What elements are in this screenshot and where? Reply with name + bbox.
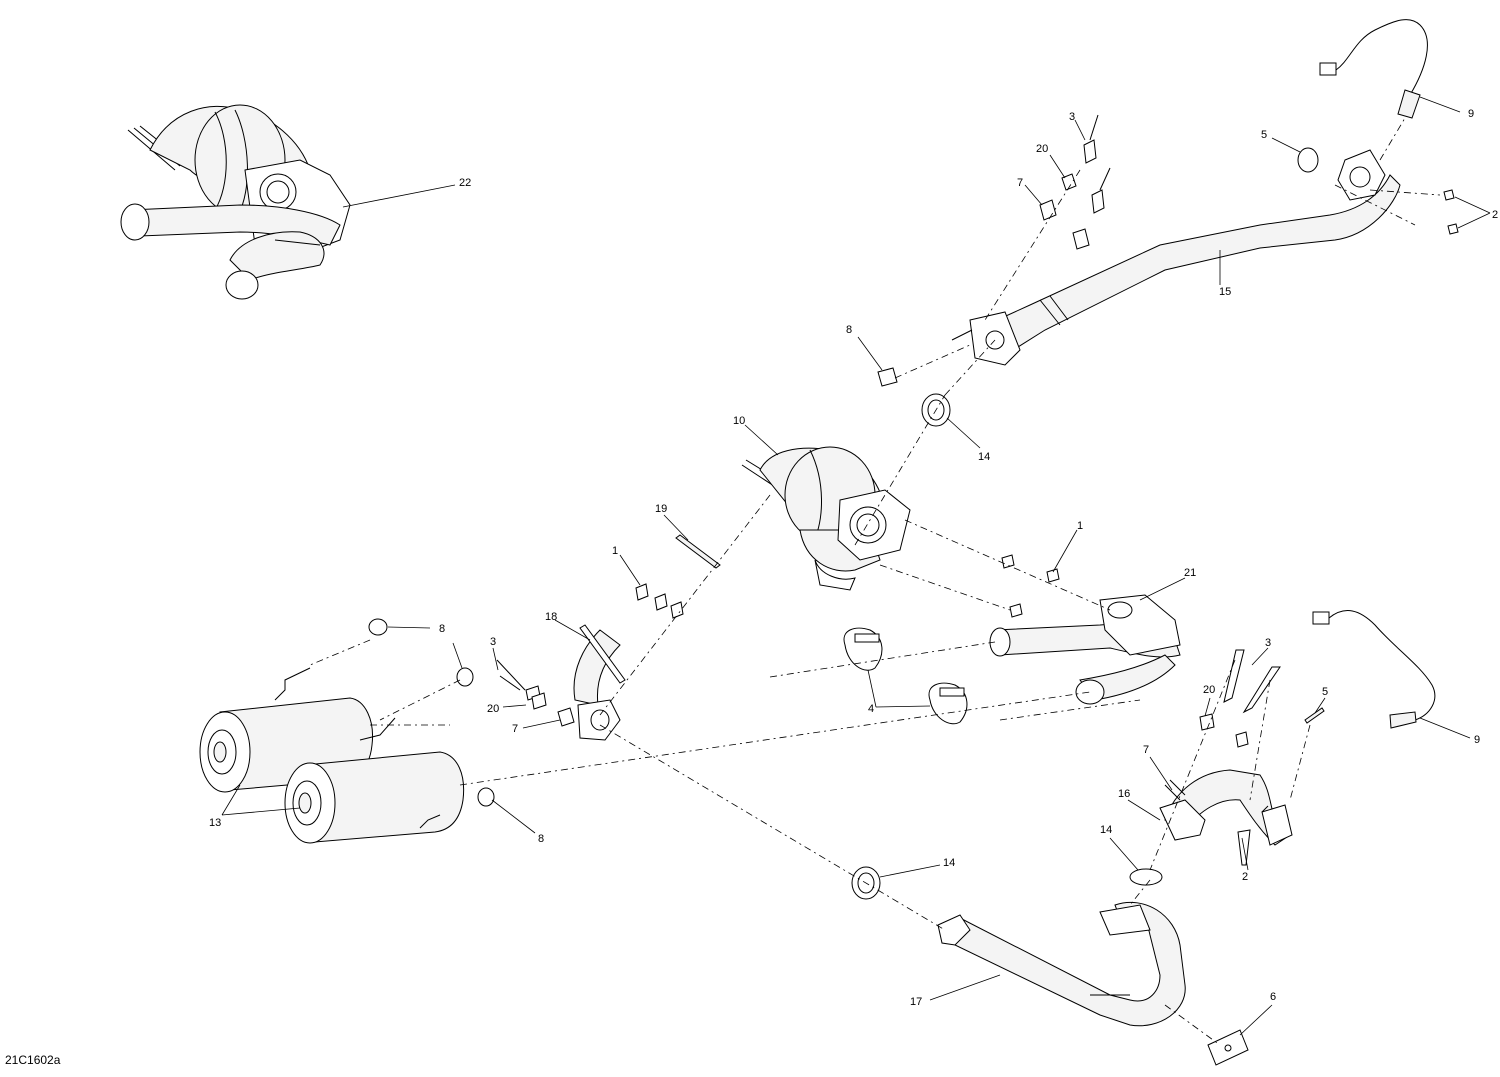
bolts-1 xyxy=(635,554,1060,619)
callout-10: 10 xyxy=(733,415,745,427)
catalytic-converter xyxy=(741,446,911,591)
leader-lines xyxy=(221,96,1491,1036)
callout-13: 13 xyxy=(209,817,221,829)
oxygen-sensor-lower xyxy=(1312,610,1436,729)
callout-21: 21 xyxy=(1184,567,1196,579)
front-exhaust-pipe xyxy=(951,149,1401,366)
callout-8-left-bottom: 8 xyxy=(538,833,544,845)
callout-2-upper: 2 xyxy=(1492,209,1498,221)
pipe-17 xyxy=(937,901,1186,1027)
mufflers-13 xyxy=(199,667,465,844)
gasket-19 xyxy=(675,534,721,569)
lower-right-hardware xyxy=(1129,649,1325,886)
callout-6: 6 xyxy=(1270,991,1276,1003)
figure-reference-code: 21C1602a xyxy=(5,1053,61,1067)
callout-16: 16 xyxy=(1118,788,1130,800)
callout-2-lower: 2 xyxy=(1242,871,1248,883)
callout-3-left: 3 xyxy=(490,636,496,648)
callout-14-upper: 14 xyxy=(978,451,990,463)
pipe-16 xyxy=(1159,769,1293,846)
callout-8-left-top: 8 xyxy=(439,623,445,635)
callout-15: 15 xyxy=(1219,286,1231,298)
callout-3-upper: 3 xyxy=(1069,111,1075,123)
bracket-6 xyxy=(1207,1029,1249,1066)
callout-14-lower: 14 xyxy=(943,857,955,869)
pipe-18 xyxy=(573,624,626,741)
y-pipe-21 xyxy=(989,594,1181,705)
callout-9-lower: 9 xyxy=(1474,734,1480,746)
callout-22: 22 xyxy=(459,177,471,189)
callout-4: 4 xyxy=(868,703,874,715)
callout-7-upper: 7 xyxy=(1017,177,1023,189)
callouts: 22 3 20 7 9 5 2 15 8 14 10 19 1 1 21 18 … xyxy=(209,108,1498,1008)
oxygen-sensor-upper xyxy=(1319,19,1428,119)
callout-9-upper: 9 xyxy=(1468,108,1474,120)
callout-1-right: 1 xyxy=(1077,520,1083,532)
assembly-lines xyxy=(309,117,1441,1046)
callout-5-right: 5 xyxy=(1322,686,1328,698)
upper-hardware xyxy=(877,114,1459,427)
callout-1-left: 1 xyxy=(612,545,618,557)
callout-19: 19 xyxy=(655,503,667,515)
left-hardware xyxy=(368,618,575,807)
callout-14-right: 14 xyxy=(1100,824,1112,836)
callout-17: 17 xyxy=(910,996,922,1008)
callout-20-right: 20 xyxy=(1203,684,1215,696)
callout-3-right: 3 xyxy=(1265,637,1271,649)
callout-20-upper: 20 xyxy=(1036,143,1048,155)
clamps-4 xyxy=(843,627,968,725)
callout-20-left: 20 xyxy=(487,703,499,715)
callout-8-upper: 8 xyxy=(846,324,852,336)
inset-catalytic-assembly xyxy=(120,104,351,300)
callout-18: 18 xyxy=(545,611,557,623)
callout-7-right: 7 xyxy=(1143,744,1149,756)
callout-5-upper: 5 xyxy=(1261,129,1267,141)
callout-7-left: 7 xyxy=(512,723,518,735)
